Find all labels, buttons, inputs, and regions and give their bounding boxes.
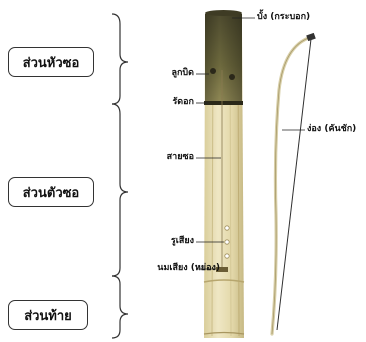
label-string: สายซอ [167,152,194,163]
bow-hair [277,39,311,330]
brace-head [112,14,128,104]
tuning-peg-1 [210,68,216,74]
sound-hole-1 [225,226,229,230]
label-membrane: บั้ง (กระบอก) [257,12,310,23]
tuning-peg-2 [229,74,235,80]
label-tuning-peg: ลูกบิด [171,68,194,79]
bow-stick [272,37,311,334]
sound-hole-3 [225,254,229,258]
label-tie: รัดอก [172,97,194,108]
brace-tail [112,276,128,338]
section-head-label: ส่วนหัวซอ [8,47,94,77]
tie-band [204,101,243,105]
label-bow: ง่อง (คันชัก) [307,124,356,135]
label-sound-hole: รูเสียง [171,236,194,247]
label-bridge: นมเสียง (หย่อง) [157,263,220,274]
section-body-label: ส่วนตัวซอ [8,177,94,207]
sound-hole-2 [225,240,229,244]
brace-body [112,104,128,276]
section-tail-label: ส่วนท้าย [8,300,88,330]
